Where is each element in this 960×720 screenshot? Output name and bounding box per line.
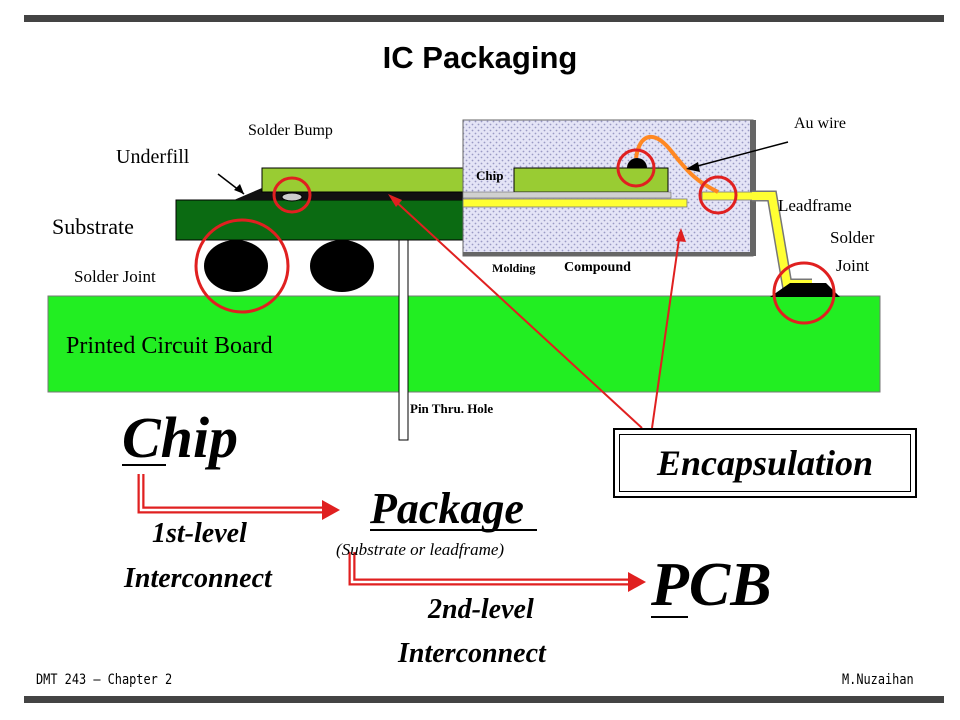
pcb-label: Printed Circuit Board bbox=[66, 333, 273, 359]
second-level-arrow-head bbox=[628, 572, 646, 592]
lead-solder-joint bbox=[770, 283, 840, 297]
highlight-wire-lead bbox=[698, 175, 738, 215]
underfill-pointer-head bbox=[234, 184, 244, 194]
flip-chip bbox=[261, 167, 468, 193]
highlight-lead-joint bbox=[772, 261, 836, 325]
solder-ball-right bbox=[310, 240, 374, 292]
first-level-arrow-inner bbox=[139, 474, 325, 512]
bottom-rule bbox=[24, 696, 944, 703]
leadframe-label: Leadframe bbox=[778, 196, 852, 215]
highlight-solder-joint bbox=[194, 218, 290, 314]
au-wire bbox=[634, 134, 719, 194]
encap-arrow-to-underfill-head bbox=[388, 194, 402, 207]
top-rule bbox=[24, 15, 944, 22]
leadframe-pad bbox=[462, 198, 688, 208]
package-chip-label: Chip bbox=[476, 168, 504, 183]
encap-arrow-to-molding-head bbox=[676, 228, 686, 242]
wire-bond-ball bbox=[627, 158, 647, 168]
footer-course: DMT 243 – Chapter 2 bbox=[36, 672, 173, 688]
encapsulation-label: Encapsulation bbox=[619, 434, 911, 492]
package-chip-base bbox=[462, 191, 672, 199]
pcb-heading: PCB bbox=[651, 551, 772, 619]
substrate bbox=[175, 199, 467, 241]
molding-shadow-right bbox=[750, 120, 756, 256]
solder-bump bbox=[281, 192, 303, 202]
encapsulation-box: Encapsulation bbox=[613, 428, 917, 498]
package-subtitle: (Substrate or leadframe) bbox=[336, 540, 505, 559]
molding-label-2: Compound bbox=[564, 260, 631, 275]
first-level-arrow bbox=[137, 474, 325, 514]
package-heading: Package bbox=[370, 484, 524, 533]
underfill-label: Underfill bbox=[116, 146, 190, 168]
pin-thru-hole-label: Pin Thru. Hole bbox=[410, 401, 494, 416]
au-wire-pointer bbox=[689, 141, 789, 169]
solder-bump-label: Solder Bump bbox=[248, 122, 333, 139]
slide-title: IC Packaging bbox=[382, 40, 578, 75]
footer-author: M.Nuzaihan bbox=[842, 672, 914, 688]
solder-joint-left-label: Solder Joint bbox=[74, 267, 156, 286]
pcb-board bbox=[47, 295, 881, 393]
highlight-wire-bond bbox=[616, 148, 656, 188]
pin-thru-hole bbox=[398, 231, 409, 441]
first-level-label-1: 1st-level bbox=[152, 518, 247, 549]
first-level-label-2: Interconnect bbox=[124, 563, 272, 594]
second-level-label-2: Interconnect bbox=[398, 638, 546, 669]
chip-heading: Chip bbox=[122, 405, 239, 470]
au-wire-pointer-head bbox=[686, 162, 700, 172]
second-level-arrow-inner bbox=[350, 552, 630, 584]
solder-ball-left bbox=[204, 240, 268, 292]
highlight-solder-bump bbox=[272, 176, 312, 214]
solder-joint-right-label-2: Joint bbox=[836, 256, 870, 275]
encap-arrow-to-underfill bbox=[391, 197, 643, 429]
leadframe-lead-inner bbox=[701, 191, 755, 201]
au-wire-label: Au wire bbox=[794, 115, 846, 132]
package-chip bbox=[513, 167, 669, 193]
first-level-arrow-head bbox=[322, 500, 340, 520]
encap-arrow-to-molding bbox=[651, 231, 681, 429]
second-level-label-1: 2nd-level bbox=[428, 594, 534, 625]
molding-label-1: Molding bbox=[492, 261, 536, 275]
solder-joint-right-label-1: Solder bbox=[830, 228, 875, 247]
molding-shadow-bottom bbox=[463, 252, 756, 256]
substrate-label: Substrate bbox=[52, 214, 134, 239]
